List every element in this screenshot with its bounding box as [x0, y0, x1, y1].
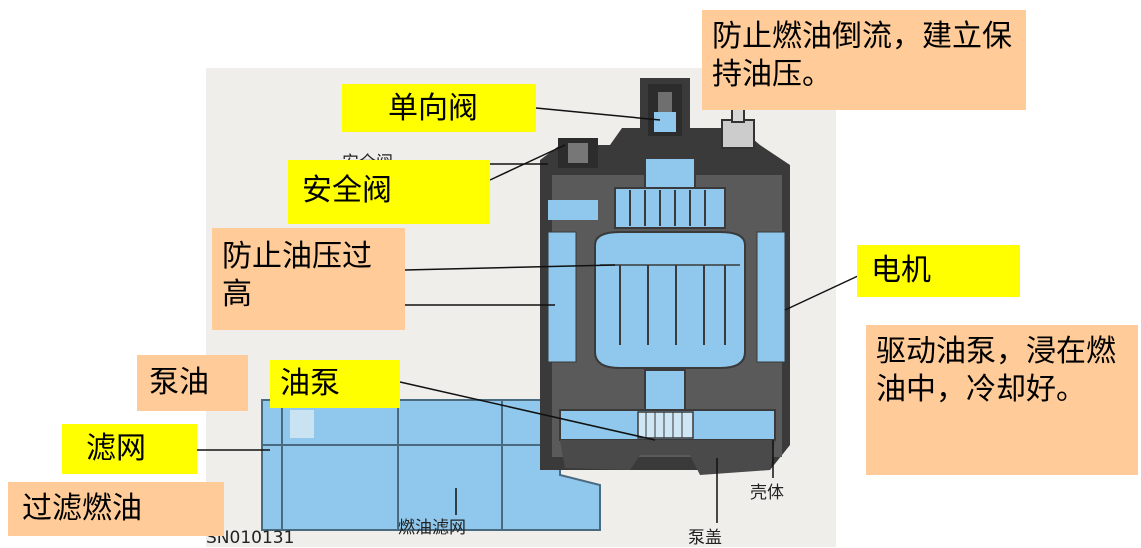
check-valve: [654, 112, 676, 132]
printed-housing-label: 壳体: [750, 483, 784, 503]
safety-valve-description: 防止油压过高: [212, 228, 405, 330]
motor-label: 电机: [857, 245, 1020, 297]
armature: [594, 231, 746, 369]
pump-section: [559, 409, 776, 441]
printed-pump-cover-label: 泵盖: [688, 528, 722, 548]
figure-code: SN010131: [206, 528, 295, 548]
filter-description: 过滤燃油: [8, 482, 224, 536]
commutator: [614, 157, 726, 229]
fuel-passage: [548, 200, 598, 220]
pump-label: 油泵: [270, 360, 400, 408]
check-valve-label: 单向阀: [342, 84, 536, 132]
shaft: [644, 369, 686, 411]
pump-description: 泵油: [137, 355, 248, 411]
filter-label: 滤网: [62, 424, 197, 474]
safety-valve-label: 安全阀: [288, 160, 490, 224]
fuel-filter-screen: [261, 399, 601, 531]
stator-magnet-left: [547, 231, 577, 363]
printed-fuel-filter-label: 燃油滤网: [398, 518, 466, 538]
motor-description: 驱动油泵，浸在燃油中，冷却好。: [866, 325, 1138, 475]
pump-cover: [560, 440, 775, 475]
stator-magnet-right: [756, 231, 786, 363]
check-valve-description: 防止燃油倒流，建立保持油压。: [702, 10, 1026, 110]
